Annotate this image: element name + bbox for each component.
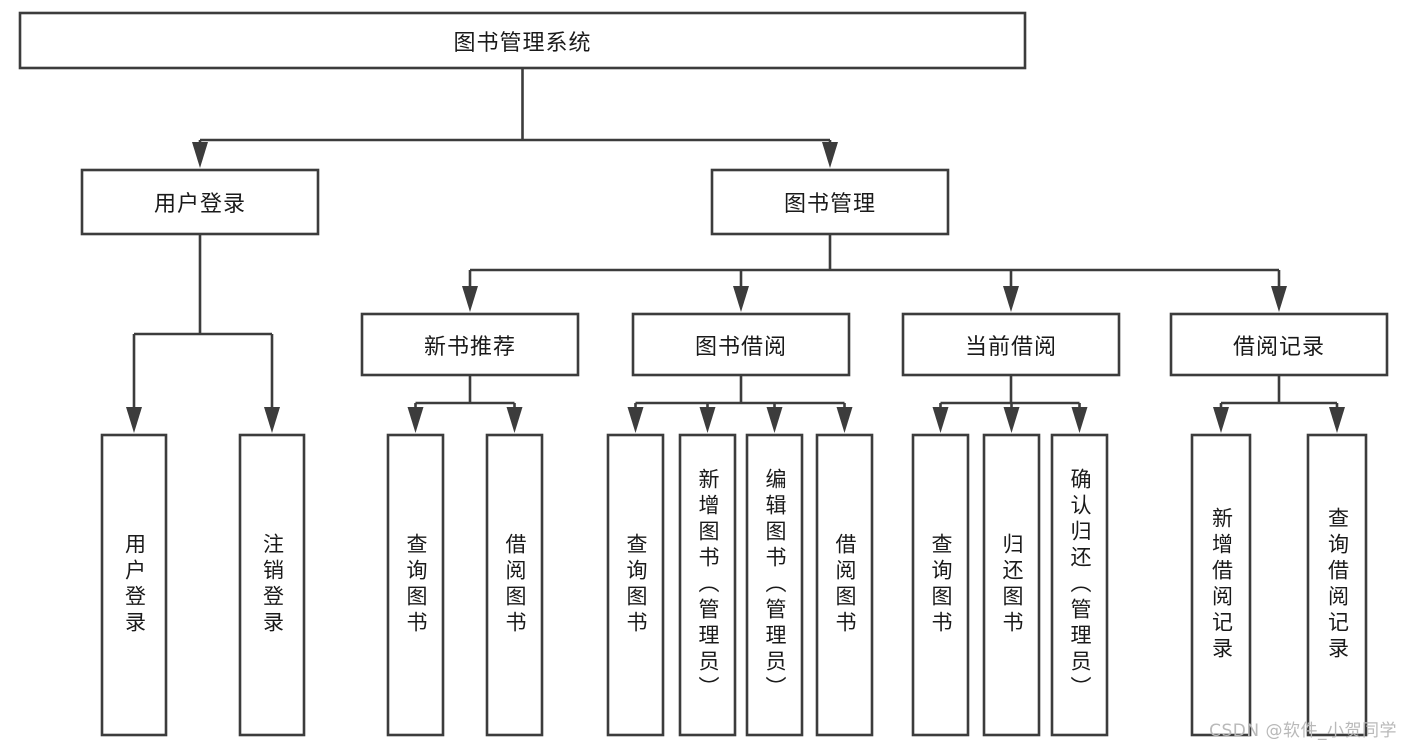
- node-box-leaf-add-borrow-record[interactable]: [1190, 433, 1252, 737]
- arrow-head-icon: [1329, 407, 1345, 433]
- arrow-head-icon: [462, 286, 478, 312]
- node-box-book-manage[interactable]: [710, 168, 950, 236]
- arrow-head-icon: [699, 407, 716, 433]
- node-box-leaf-add-book-admin[interactable]: [678, 433, 737, 737]
- arrow-head-icon: [1003, 407, 1020, 433]
- arrow-head-icon: [932, 407, 949, 433]
- node-box-leaf-query-book-current[interactable]: [911, 433, 970, 737]
- arrow-head-icon: [627, 407, 644, 433]
- node-box-leaf-borrow-book-rec[interactable]: [485, 433, 544, 737]
- node-box-layer: [18, 11, 1389, 737]
- arrow-head-icon: [836, 407, 853, 433]
- arrow-head-icon: [264, 407, 280, 433]
- arrow-head-icon: [1271, 286, 1287, 312]
- arrow-head-icon: [506, 407, 523, 433]
- arrow-head-icon: [126, 407, 142, 433]
- node-box-leaf-confirm-return-admin[interactable]: [1050, 433, 1109, 737]
- arrow-head-icon: [1003, 286, 1019, 312]
- arrow-head-icon: [1213, 407, 1229, 433]
- node-box-leaf-query-book-rec[interactable]: [386, 433, 445, 737]
- node-box-leaf-return-book[interactable]: [982, 433, 1041, 737]
- node-box-root[interactable]: [18, 11, 1027, 70]
- node-box-leaf-query-book-borrow[interactable]: [606, 433, 665, 737]
- arrow-head-icon: [1071, 407, 1088, 433]
- node-box-user-login[interactable]: [80, 168, 320, 236]
- arrow-head-icon: [192, 142, 208, 168]
- node-box-leaf-user-logout[interactable]: [238, 433, 306, 737]
- arrow-head-icon: [733, 286, 749, 312]
- arrow-head-icon: [822, 142, 838, 168]
- node-box-leaf-edit-book-admin[interactable]: [745, 433, 804, 737]
- node-box-leaf-borrow-book[interactable]: [815, 433, 874, 737]
- node-box-leaf-query-borrow-record[interactable]: [1306, 433, 1368, 737]
- node-box-book-borrow[interactable]: [631, 312, 851, 377]
- arrow-head-icon: [766, 407, 783, 433]
- connector-layer: [126, 68, 1345, 433]
- node-box-leaf-user-login[interactable]: [100, 433, 168, 737]
- arrow-head-icon: [407, 407, 424, 433]
- node-box-current-borrow[interactable]: [901, 312, 1121, 377]
- node-box-borrow-record[interactable]: [1169, 312, 1389, 377]
- node-box-new-book-rec[interactable]: [360, 312, 580, 377]
- csdn-watermark: CSDN @软件_小贺同学: [1209, 721, 1397, 741]
